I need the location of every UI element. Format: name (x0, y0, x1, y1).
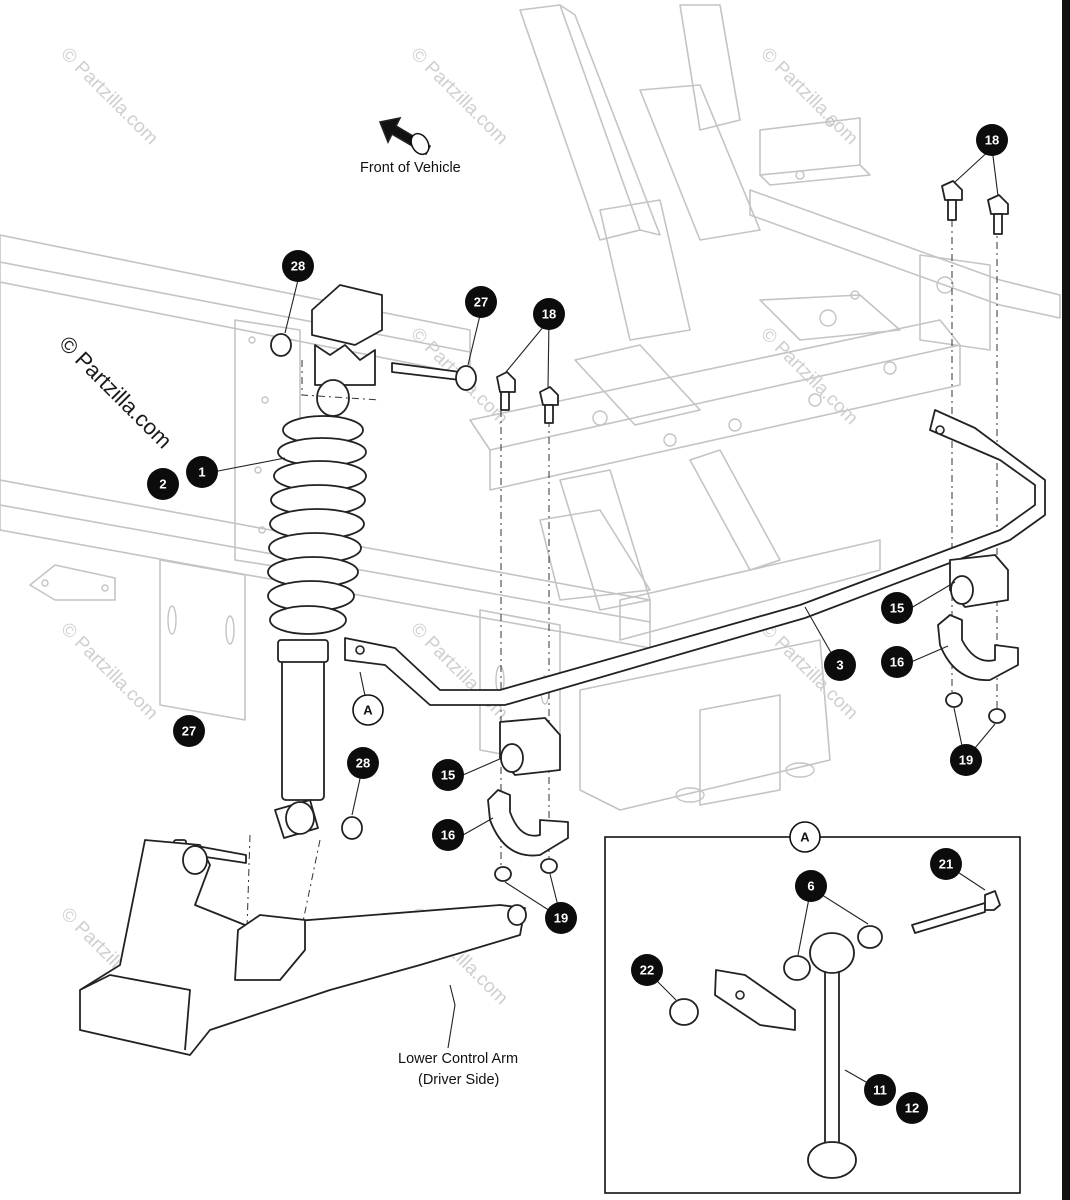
lower-control-arm-label-line1: Lower Control Arm (398, 1051, 518, 1067)
callout-27-upper[interactable]: 27 (465, 286, 497, 318)
svg-text:27: 27 (474, 295, 488, 310)
callout-19-left[interactable]: 19 (545, 902, 577, 934)
detail-a-ref-marker[interactable]: A (352, 694, 384, 726)
bolt-18-left-b (539, 386, 559, 424)
svg-text:1: 1 (198, 465, 205, 480)
callout-28-upper[interactable]: 28 (282, 250, 314, 282)
lower-control-arm-label-line2: (Driver Side) (418, 1072, 499, 1088)
stabilizer-bar (344, 409, 1046, 706)
watermark-faint: © Partzilla.com (406, 44, 511, 149)
upper-mount-bolt (391, 362, 477, 391)
callout-16-right[interactable]: 16 (881, 646, 913, 678)
callout-12[interactable]: 12 (896, 1092, 928, 1124)
end-link (669, 890, 1001, 1179)
shock-absorber (267, 284, 383, 839)
svg-text:A: A (363, 703, 373, 718)
right-edge-bar (1062, 0, 1070, 1200)
callout-28-lower[interactable]: 28 (347, 747, 379, 779)
watermark-faint: © Partzilla.com (56, 44, 161, 149)
watermark-faint: © Partzilla.com (756, 44, 861, 149)
left-nut-b (540, 858, 558, 874)
left-bushing-bracket (487, 789, 569, 857)
svg-text:15: 15 (441, 768, 455, 783)
detail-a-inset-marker: A (789, 821, 821, 853)
callout-16-left[interactable]: 16 (432, 819, 464, 851)
left-bushing (499, 717, 561, 776)
lower-control-arm (79, 839, 527, 1056)
callout-19-right[interactable]: 19 (950, 744, 982, 776)
svg-text:28: 28 (356, 756, 370, 771)
right-nut-a (945, 692, 963, 708)
upper-mount-nut (270, 333, 292, 357)
svg-text:19: 19 (554, 911, 568, 926)
lower-mount-nut (341, 816, 363, 840)
svg-text:16: 16 (890, 655, 904, 670)
callout-3[interactable]: 3 (824, 649, 856, 681)
front-of-vehicle-label: Front of Vehicle (360, 160, 461, 176)
callout-21[interactable]: 21 (930, 848, 962, 880)
svg-text:6: 6 (807, 879, 814, 894)
callout-18-right[interactable]: 18 (976, 124, 1008, 156)
svg-text:21: 21 (939, 857, 953, 872)
svg-text:22: 22 (640, 963, 654, 978)
callout-15-left[interactable]: 15 (432, 759, 464, 791)
callout-1[interactable]: 1 (186, 456, 218, 488)
svg-text:28: 28 (291, 259, 305, 274)
right-nut-b (988, 708, 1006, 724)
svg-text:27: 27 (182, 724, 196, 739)
svg-text:A: A (800, 830, 810, 845)
svg-text:3: 3 (836, 658, 843, 673)
bolt-18-right-b (987, 194, 1009, 235)
svg-text:16: 16 (441, 828, 455, 843)
watermark-main: © Partzilla.com (54, 331, 177, 454)
svg-text:2: 2 (159, 477, 166, 492)
svg-text:18: 18 (985, 133, 999, 148)
left-nut-a (494, 866, 512, 882)
bolt-18-right-a (941, 180, 963, 221)
callout-18-left[interactable]: 18 (533, 298, 565, 330)
bolt-18-left-a (496, 371, 516, 411)
callout-27-lower[interactable]: 27 (173, 715, 205, 747)
callout-2[interactable]: 2 (147, 468, 179, 500)
svg-text:19: 19 (959, 753, 973, 768)
callout-22[interactable]: 22 (631, 954, 663, 986)
svg-text:11: 11 (873, 1083, 887, 1098)
right-bushing-bracket (937, 614, 1019, 681)
front-of-vehicle-arrow (378, 116, 432, 156)
watermark-faint: © Partzilla.com (56, 619, 161, 724)
watermark-faint: © Partzilla.com (406, 619, 511, 724)
svg-text:18: 18 (542, 307, 556, 322)
callout-11[interactable]: 11 (864, 1074, 896, 1106)
svg-text:15: 15 (890, 601, 904, 616)
callout-15-right[interactable]: 15 (881, 592, 913, 624)
svg-text:12: 12 (905, 1101, 919, 1116)
callout-6[interactable]: 6 (795, 870, 827, 902)
right-bushing (949, 554, 1009, 608)
